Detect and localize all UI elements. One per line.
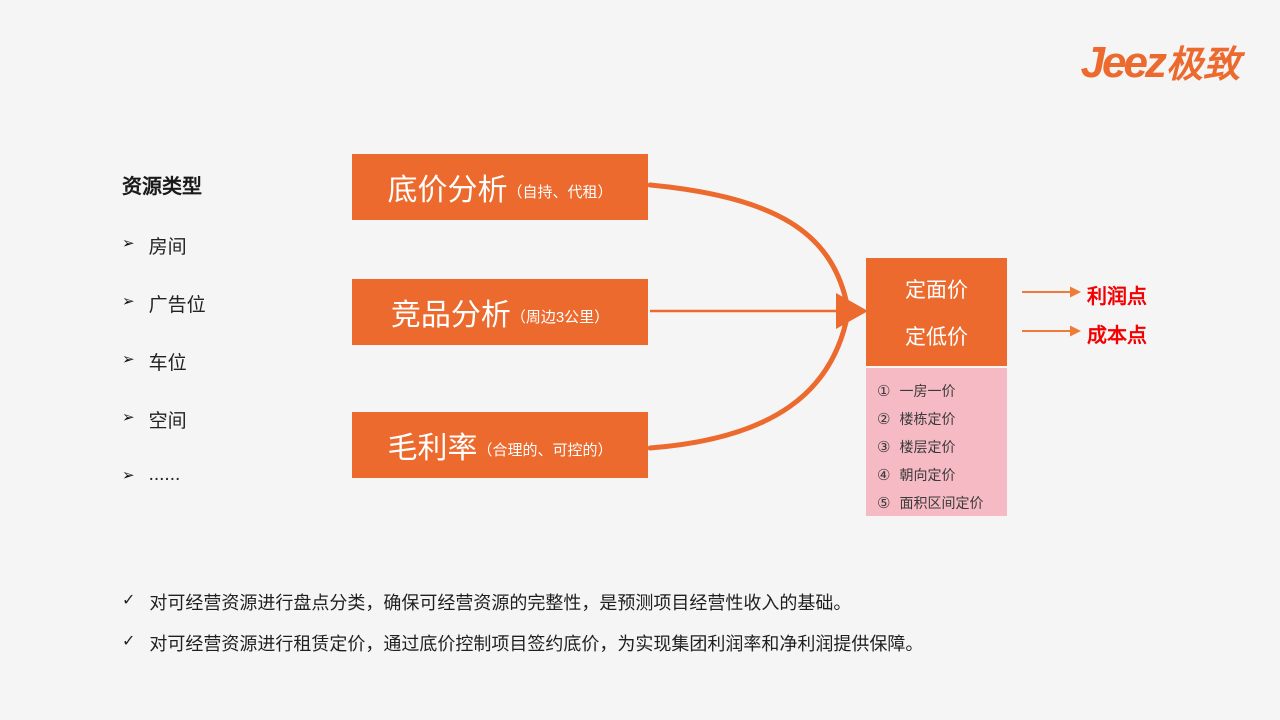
circled-number-icon: ③ <box>877 439 891 456</box>
pricing-method-label: 楼栋定价 <box>899 411 956 427</box>
list-item-label: 房间 <box>148 237 187 258</box>
set-face-price-label: 定面价 <box>905 278 968 302</box>
summary-line-1: ✓ 对可经营资源进行盘点分类，确保可经营资源的完整性，是预测项目经营性收入的基础… <box>122 589 923 615</box>
cost-point-arrow <box>1022 325 1081 337</box>
list-item-space: ➢ 空间 <box>122 406 206 464</box>
box-set-price: 定面价 定低价 <box>866 258 1007 366</box>
box-main-label: 竞品分析 <box>390 299 511 332</box>
curve-from-bottom-box <box>647 319 849 451</box>
pricing-method-row: ① 一房一价 <box>877 377 1007 405</box>
arrow-bullet-icon: ➢ <box>122 409 135 426</box>
check-icon: ✓ <box>122 633 136 650</box>
resource-type-list: ➢ 房间 ➢ 广告位 ➢ 车位 ➢ 空间 ➢ ...... <box>122 232 206 522</box>
list-item-label: 广告位 <box>148 295 206 316</box>
box-competitor-analysis: 竞品分析 （周边3公里） <box>352 279 648 345</box>
list-item-room: ➢ 房间 <box>122 232 206 290</box>
list-item-label: 空间 <box>148 411 187 432</box>
pricing-method-label: 楼层定价 <box>899 439 956 455</box>
arrow-bullet-icon: ➢ <box>122 467 135 484</box>
list-item-label: 车位 <box>148 353 187 374</box>
profit-point-label: 利润点 <box>1087 286 1147 308</box>
jeez-logo: Jeez 极致 <box>1081 34 1240 88</box>
summary-text: 对可经营资源进行租赁定价，通过底价控制项目签约底价，为实现集团利润率和净利润提供… <box>149 634 924 654</box>
list-item-label: ...... <box>148 464 181 485</box>
pricing-method-label: 一房一价 <box>899 383 956 399</box>
pricing-method-row: ③ 楼层定价 <box>877 433 1007 461</box>
pricing-method-row: ⑤ 面积区间定价 <box>877 489 1007 517</box>
pricing-method-label: 面积区间定价 <box>899 495 984 511</box>
box-gross-margin: 毛利率 （合理的、可控的） <box>352 412 648 478</box>
arrow-bullet-icon: ➢ <box>122 351 135 368</box>
big-arrowhead-icon <box>836 293 868 329</box>
box-floor-price-analysis: 底价分析 （自持、代租） <box>352 154 648 220</box>
summary-section: ✓ 对可经营资源进行盘点分类，确保可经营资源的完整性，是预测项目经营性收入的基础… <box>122 589 923 671</box>
arrow-bullet-icon: ➢ <box>122 293 135 310</box>
pricing-method-row: ④ 朝向定价 <box>877 461 1007 489</box>
summary-text: 对可经营资源进行盘点分类，确保可经营资源的完整性，是预测项目经营性收入的基础。 <box>149 593 852 613</box>
list-item-ad-space: ➢ 广告位 <box>122 290 206 348</box>
box-main-label: 底价分析 <box>387 174 508 207</box>
circled-number-icon: ④ <box>877 467 891 484</box>
circled-number-icon: ⑤ <box>877 495 891 512</box>
pricing-method-label: 朝向定价 <box>899 467 956 483</box>
circled-number-icon: ② <box>877 411 891 428</box>
box-note-label: （合理的、可控的） <box>477 441 613 459</box>
profit-point-arrow <box>1022 286 1081 298</box>
list-item-ellipsis: ➢ ...... <box>122 464 206 522</box>
pricing-methods-panel: ① 一房一价 ② 楼栋定价 ③ 楼层定价 ④ 朝向定价 ⑤ 面积区间定价 <box>866 368 1007 516</box>
circled-number-icon: ① <box>877 383 891 400</box>
arrow-bullet-icon: ➢ <box>122 235 135 252</box>
curve-from-top-box <box>647 182 849 303</box>
list-item-parking: ➢ 车位 <box>122 348 206 406</box>
pricing-method-row: ② 楼栋定价 <box>877 405 1007 433</box>
logo-brand-text: Jeez <box>1080 38 1167 87</box>
box-main-label: 毛利率 <box>387 432 478 465</box>
box-note-label: （自持、代租） <box>507 183 613 201</box>
logo-suffix-text: 极致 <box>1166 44 1240 85</box>
box-note-label: （周边3公里） <box>510 308 610 326</box>
set-floor-price-label: 定低价 <box>905 325 968 349</box>
check-icon: ✓ <box>122 592 136 609</box>
cost-point-label: 成本点 <box>1087 325 1147 347</box>
summary-line-2: ✓ 对可经营资源进行租赁定价，通过底价控制项目签约底价，为实现集团利润率和净利润… <box>122 630 923 656</box>
resource-type-title: 资源类型 <box>122 176 202 198</box>
